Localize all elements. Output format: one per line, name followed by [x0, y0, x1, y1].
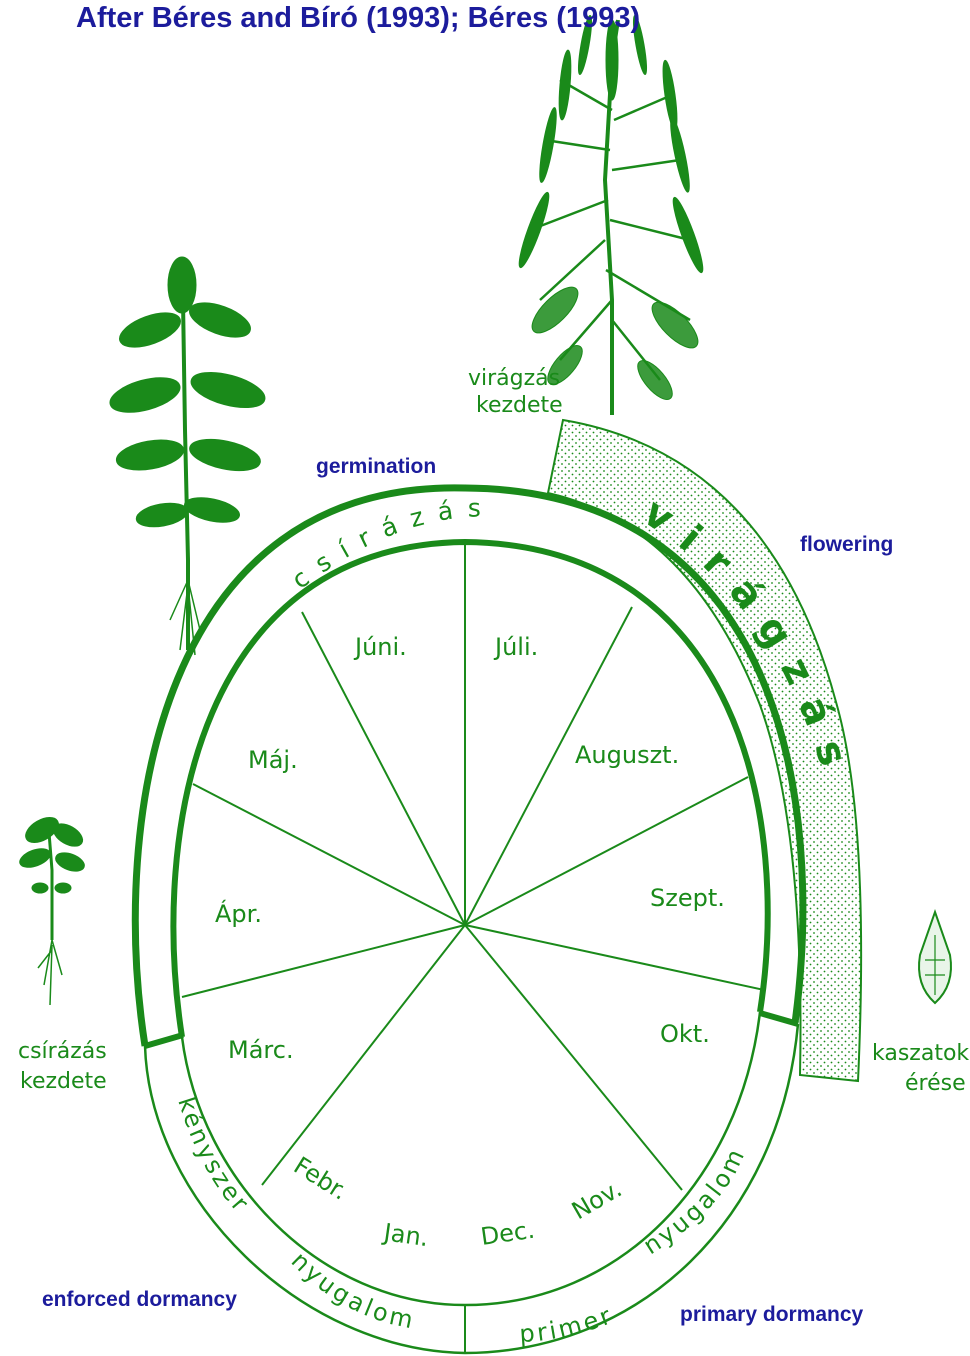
- month-maj: Máj.: [248, 746, 298, 774]
- flowering-label: flowering: [800, 533, 893, 557]
- month-spokes: [182, 545, 764, 1190]
- achene-illustration: [919, 912, 951, 1003]
- primer-label: primer: [518, 1301, 617, 1348]
- kaszatok-erese-line1: kaszatok: [872, 1041, 969, 1066]
- primary-dormancy-label: primary dormancy: [680, 1303, 863, 1327]
- month-juli: Júli.: [493, 633, 538, 661]
- csirazas-kezdete-line2: kezdete: [20, 1069, 107, 1094]
- kenyszer-label: kényszer: [172, 1094, 255, 1219]
- kaszatok-erese-line2: érése: [905, 1071, 966, 1096]
- flowering-plant-illustration: [515, 15, 708, 415]
- enforced-dormancy-label: enforced dormancy: [42, 1288, 237, 1312]
- germination-label: germination: [316, 455, 436, 479]
- page-title: After Béres and Bíró (1993); Béres (1993…: [76, 0, 640, 36]
- seedling-illustration: [17, 812, 87, 1005]
- month-marc: Márc.: [228, 1036, 294, 1064]
- viragzas-kezdete-line2: kezdete: [476, 393, 563, 418]
- month-febr: Febr.: [289, 1151, 353, 1205]
- month-nov: Nov.: [567, 1175, 627, 1226]
- nyugalom-right-label: nyugalom: [638, 1142, 751, 1260]
- month-dec: Dec.: [479, 1216, 536, 1251]
- month-juni: Júni.: [353, 633, 407, 661]
- month-aug: Auguszt.: [575, 741, 679, 769]
- month-szept: Szept.: [650, 884, 725, 912]
- nyugalom-left-label: nyugalom: [286, 1246, 419, 1334]
- csirazas-kezdete-line1: csírázás: [18, 1039, 107, 1064]
- viragzas-kezdete-line1: virágzás: [468, 366, 560, 391]
- young-plant-illustration: [106, 257, 268, 655]
- ring-end-left: [145, 1035, 183, 1046]
- inner-ring-upper: [173, 542, 767, 1037]
- month-apr: Ápr.: [215, 899, 262, 928]
- month-okt: Okt.: [660, 1020, 710, 1048]
- month-jan: Jan.: [380, 1218, 430, 1252]
